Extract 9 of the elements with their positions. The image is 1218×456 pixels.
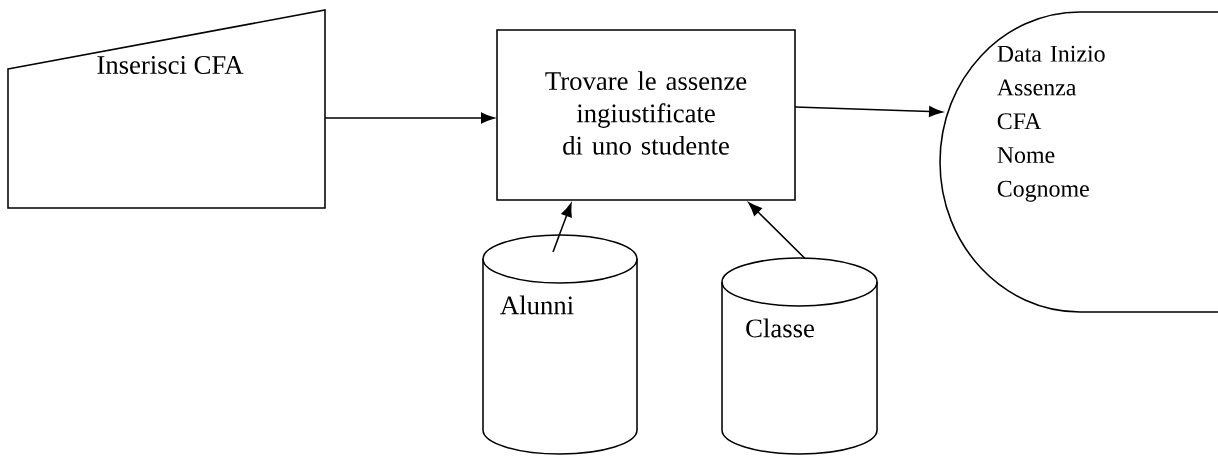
node-label: Classe: [746, 318, 814, 338]
database-cylinder: Alunni: [482, 234, 638, 455]
database-cylinder: Classe: [721, 257, 878, 455]
process-box: Trovare le assenze ingiustificate di uno studente: [496, 29, 796, 201]
node-label: Alunni: [500, 295, 574, 315]
arrow: [324, 112, 495, 124]
arrow: [794, 106, 943, 117]
arrow: [552, 203, 572, 253]
arrow: [748, 202, 806, 259]
